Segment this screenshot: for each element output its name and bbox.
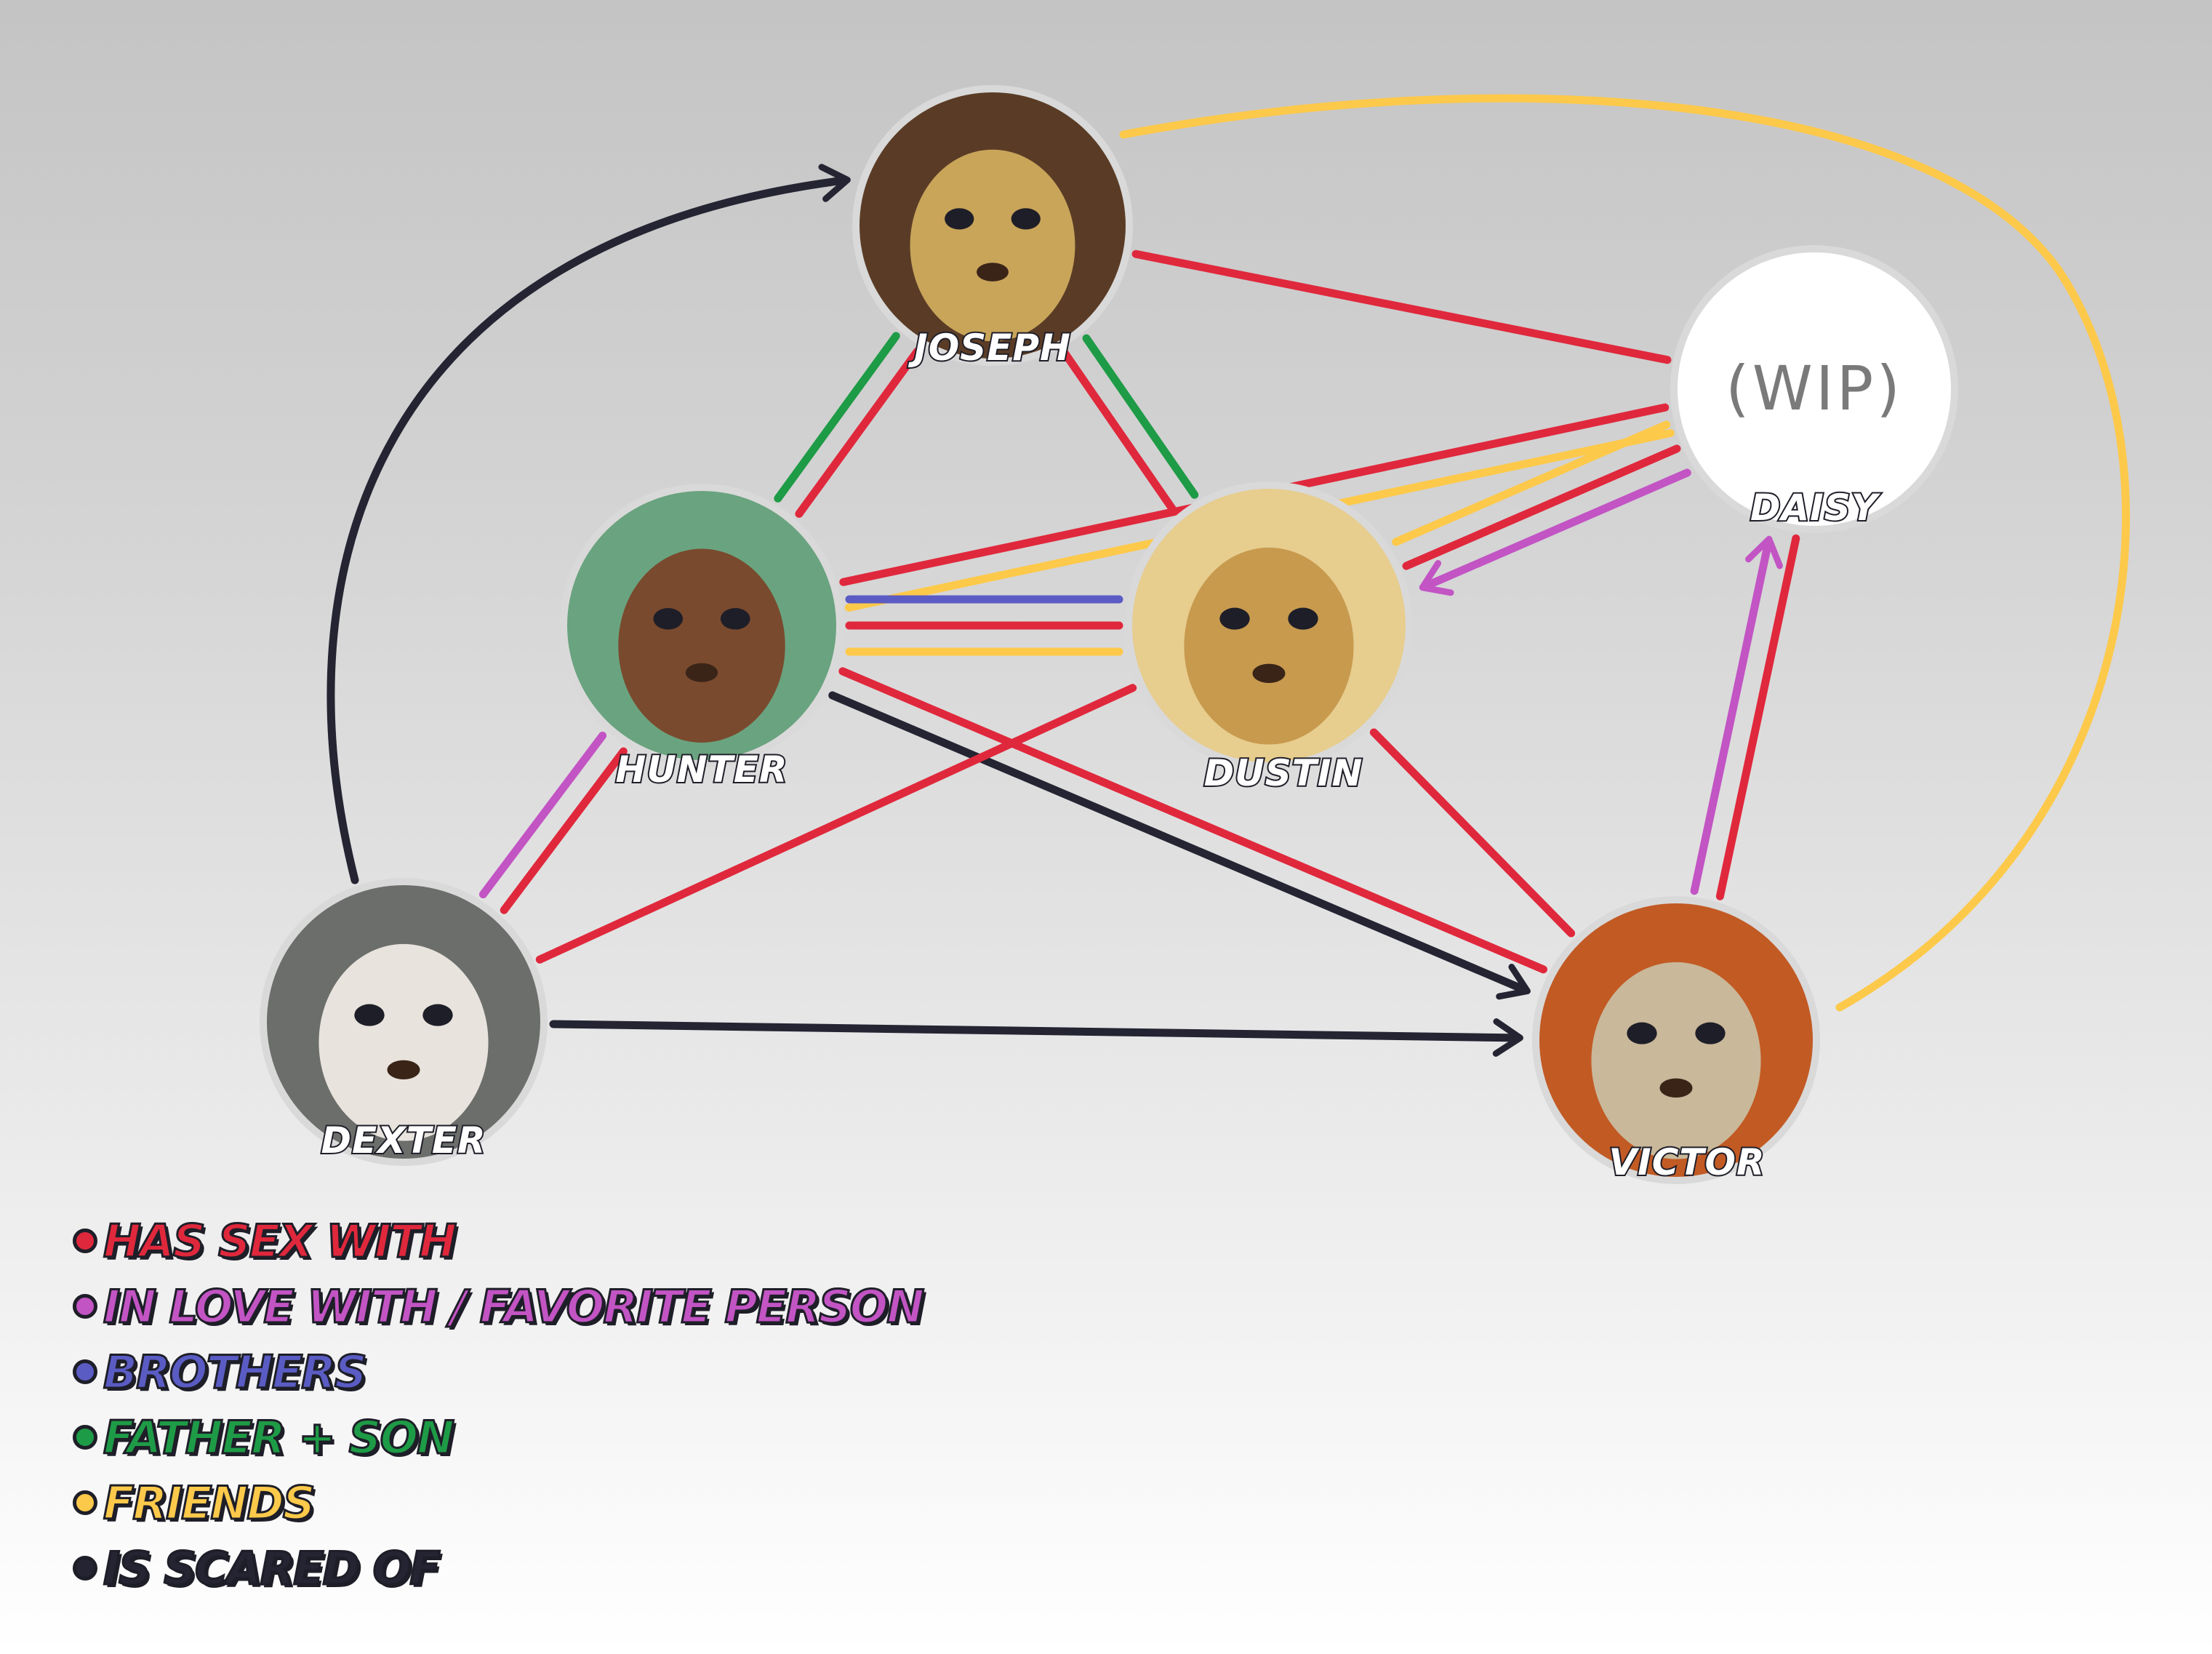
- node-dexter: DEXTER: [260, 878, 548, 1166]
- legend-label: IS SCARED OF: [103, 1541, 442, 1596]
- edge-joseph-hunter-sex: [795, 347, 921, 518]
- fox-portrait-icon: [1539, 903, 1813, 1177]
- node-joseph: JOSEPH: [852, 85, 1133, 370]
- node-victor: VICTOR: [1532, 896, 1820, 1185]
- placeholder-text: (WIP): [1726, 353, 1903, 424]
- edge-joseph-victor-friends: [1119, 94, 2131, 1012]
- edge-dustin-dexter-sex: [535, 684, 1137, 964]
- node-daisy: (WIP) DAISY: [1670, 245, 1958, 533]
- node-hunter: HUNTER: [560, 484, 843, 792]
- edge-dustin-victor-sex: [1369, 728, 1576, 938]
- edge-hunter-dexter-love: [478, 731, 607, 899]
- edge-dexter-victor-scared: [549, 1018, 1523, 1057]
- legend-dot: [73, 1359, 97, 1384]
- legend-dot: [73, 1425, 97, 1450]
- edge-joseph-hunter-father-son: [774, 332, 900, 503]
- legend-item-father-son: FATHER + SON: [73, 1410, 923, 1465]
- legend-label: BROTHERS: [103, 1344, 369, 1399]
- edge-dexter-joseph-scared: [326, 164, 851, 884]
- legend-item-in-love-with: IN LOVE WITH / FAVORITE PERSON: [73, 1279, 926, 1334]
- lion-cub-with-lollipop-portrait-icon: [1132, 489, 1406, 762]
- node-label: HUNTER: [615, 748, 788, 791]
- edge-victor-daisy-sex: [1715, 534, 1800, 900]
- legend-label: IN LOVE WITH / FAVORITE PERSON: [102, 1279, 925, 1334]
- character-nodes: JOSEPH HUNTER DUSTIN (WIP) DAISY DEXTER VICTOR: [260, 85, 1958, 1185]
- legend-item-is-scared-of: IS SCARED OF: [73, 1541, 923, 1596]
- legend-label: HAS SEX WITH: [102, 1213, 457, 1269]
- node-label: JOSEPH: [907, 327, 1071, 369]
- node-label: DAISY: [1750, 487, 1881, 529]
- node-dustin: DUSTIN: [1125, 482, 1413, 796]
- legend-dot: [73, 1294, 97, 1319]
- hyena-with-glasses-portrait-icon: [267, 885, 540, 1159]
- edge-hunter-dexter-sex: [500, 747, 628, 914]
- legend-label: FRIENDS: [103, 1475, 317, 1530]
- edge-daisy-dustin-sex: [1402, 444, 1681, 570]
- edge-daisy-dustin-love: [1419, 468, 1691, 596]
- lion-portrait-icon: [859, 92, 1126, 359]
- edge-daisy-dustin-friends: [1392, 420, 1671, 546]
- edge-victor-daisy-love: [1690, 535, 1783, 895]
- edge-joseph-dustin-father-son: [1082, 334, 1199, 499]
- edge-joseph-daisy-sex: [1131, 249, 1672, 364]
- edge-hunter-victor-sex: [838, 667, 1547, 974]
- lion-cub-in-shark-hoodie-portrait-icon: [567, 491, 836, 760]
- relationship-lines: [326, 94, 2131, 1057]
- node-label: DEXTER: [321, 1119, 486, 1162]
- placeholder-circle: [1678, 252, 1951, 526]
- legend: HAS SEX WITH IN LOVE WITH / FAVORITE PER…: [73, 1213, 926, 1607]
- edge-hunter-victor-scared: [828, 691, 1531, 1000]
- node-label: VICTOR: [1608, 1141, 1765, 1183]
- edge-joseph-dustin-sex: [1060, 349, 1177, 514]
- legend-item-friends: FRIENDS: [73, 1475, 923, 1530]
- legend-label: FATHER + SON: [102, 1410, 455, 1465]
- legend-dot: [73, 1228, 97, 1253]
- legend-dot: [73, 1490, 97, 1515]
- legend-item-has-sex-with: HAS SEX WITH: [73, 1213, 923, 1269]
- legend-dot: [73, 1556, 97, 1581]
- legend-item-brothers: BROTHERS: [73, 1344, 923, 1399]
- node-label: DUSTIN: [1204, 752, 1363, 794]
